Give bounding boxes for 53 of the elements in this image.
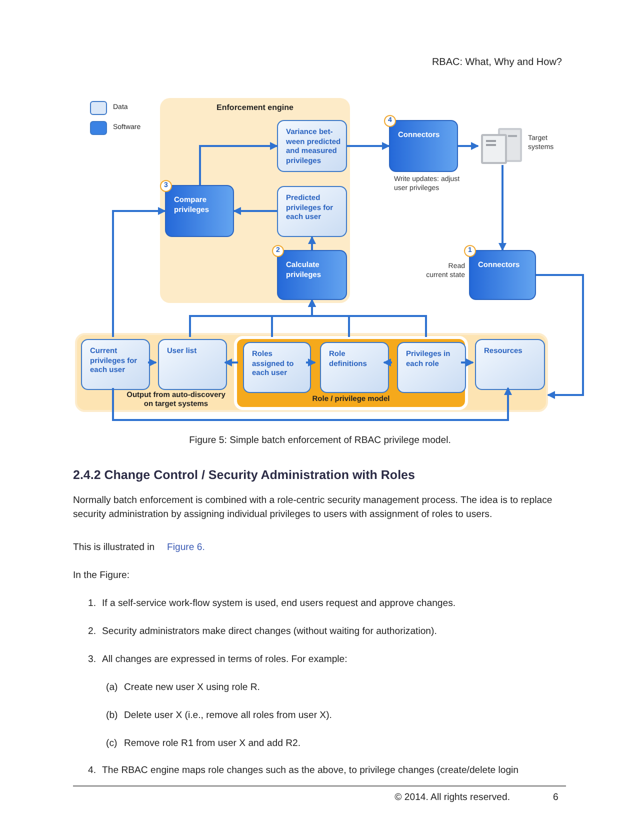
arrow (306, 358, 316, 366)
sentence: This is illustrated in (73, 541, 155, 555)
arrow (308, 299, 427, 337)
list-item: Delete user X (i.e., remove all roles from user X). (124, 709, 332, 723)
paragraph: Normally batch enforcement is combined with a role-centric security management process. The idea is to replace security administration by assigning individual privileges to users with assignment of roles to users. (73, 494, 554, 522)
list-item: The RBAC engine maps role changes such as the above, to privilege changes (create/delete login (102, 764, 519, 778)
list-letter: (a) (106, 681, 118, 695)
arrow (383, 358, 392, 366)
data-box (277, 186, 347, 237)
list-number: 3. (88, 653, 96, 667)
list-item: Remove role R1 from user X and add R2. (124, 737, 301, 751)
list-number: 1. (88, 597, 96, 611)
list-number: 4. (88, 764, 96, 778)
paragraph: In the Figure: (73, 569, 130, 583)
arrow (148, 358, 157, 366)
list-item: Security administrators make direct changes (without waiting for authorization). (102, 625, 437, 639)
software-box (469, 250, 536, 300)
arrow (224, 358, 238, 366)
list-item: All changes are expressed in terms of roles. For example: (102, 653, 348, 667)
arrow (112, 207, 166, 337)
data-box (81, 339, 150, 390)
software-box (277, 250, 347, 300)
arrow (112, 387, 512, 421)
arrow (461, 358, 474, 366)
arrow (498, 165, 506, 251)
link: Figure 6. (167, 541, 205, 555)
section-heading: 2.4.2 Change Control / Security Administration with Roles (73, 467, 416, 484)
group-panel (234, 336, 468, 410)
software-box (389, 120, 458, 172)
list-item: If a self-service work-flow system is used, end users request and approve changes. (102, 597, 456, 611)
arrow (199, 142, 278, 185)
arrow (308, 236, 316, 250)
data-box (475, 339, 545, 390)
list-letter: (b) (106, 709, 118, 723)
group-panel (160, 98, 350, 303)
list-number: 2. (88, 625, 96, 639)
copyright-notice: © 2014. All rights reserved. (394, 791, 510, 805)
data-box (277, 120, 347, 172)
arrow (233, 207, 277, 215)
panel-title: Enforcement engine (216, 102, 294, 114)
data-box (158, 339, 227, 390)
list-letter: (c) (106, 737, 118, 751)
group-panel (75, 333, 548, 412)
arrow (458, 142, 479, 150)
arrow (536, 274, 584, 399)
list-item: Create new user X using role R. (124, 681, 260, 695)
arrow (347, 142, 390, 150)
data-box (243, 342, 311, 393)
data-box (397, 342, 466, 393)
data-box (320, 342, 389, 393)
page-number: 6 (553, 791, 558, 805)
running-header: RBAC: What, Why and How? (430, 56, 562, 70)
figure-caption: Figure 5: Simple batch enforcement of RBAC privilege model. (188, 434, 452, 448)
